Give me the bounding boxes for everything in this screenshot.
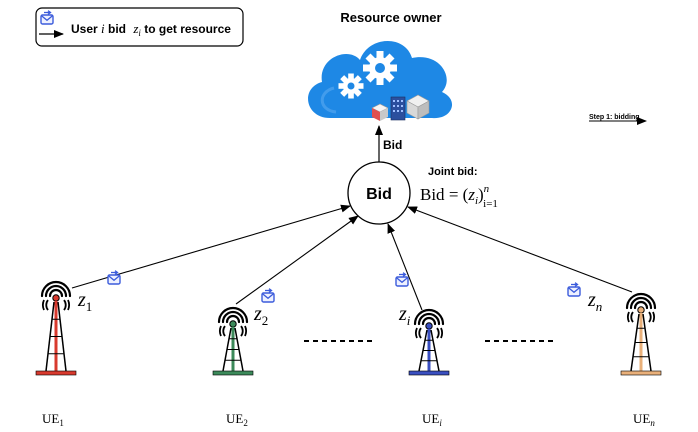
- step-label: Step 1: bidding: [589, 114, 640, 121]
- arrow-uei: [387, 223, 423, 311]
- bid-edge-label: Bid: [383, 138, 402, 152]
- bid-variable-label: z2: [253, 303, 268, 328]
- antenna-knob: [52, 294, 60, 302]
- step-indicator: Step 1: bidding: [589, 114, 647, 125]
- signal-waves-icon: [217, 306, 249, 337]
- tower-base: [35, 370, 77, 376]
- signal-waves-icon: [40, 280, 72, 311]
- arrow-uen: [407, 206, 633, 293]
- ue-label: UEn: [633, 411, 655, 428]
- ue-label: UE2: [226, 411, 248, 428]
- legend: User i bid zi to get resource: [35, 7, 244, 47]
- resource-owner-label: Resource owner: [340, 10, 441, 25]
- bid-arrows: [71, 204, 633, 311]
- tower-mast-icon: [45, 301, 67, 372]
- legend-text: User i bid zi to get resource: [71, 21, 231, 38]
- envelope-icon: [567, 282, 581, 297]
- ue-label: UE1: [42, 411, 64, 428]
- bid-node-label: Bid: [366, 186, 392, 203]
- arrow-ue2: [235, 215, 359, 305]
- tower-mast-icon: [418, 329, 440, 372]
- signal-waves-icon: [625, 292, 657, 323]
- envelope-icon: [261, 288, 275, 303]
- tower-mast-icon: [630, 313, 652, 372]
- bid-variable-label: zn: [587, 289, 602, 314]
- tower-base: [620, 370, 662, 376]
- signal-waves-icon: [413, 308, 445, 339]
- ue-label: UEi: [422, 411, 442, 428]
- envelope-icon: [395, 272, 409, 287]
- antenna-knob: [229, 320, 237, 328]
- bid-variable-label: zi: [398, 303, 411, 328]
- cloud-gears-icon: [308, 40, 453, 121]
- server-cubes-icon: [371, 94, 430, 121]
- envelope-icon: [107, 270, 121, 285]
- antenna-knob: [637, 306, 645, 314]
- bid-variable-label: z1: [77, 289, 92, 314]
- joint-bid-title: Joint bid:: [428, 166, 478, 178]
- antenna-knob: [425, 322, 433, 330]
- tower-base: [212, 370, 254, 376]
- bid-node: Bid: [347, 161, 411, 225]
- tower-mast-icon: [222, 327, 244, 372]
- tower-base: [408, 370, 450, 376]
